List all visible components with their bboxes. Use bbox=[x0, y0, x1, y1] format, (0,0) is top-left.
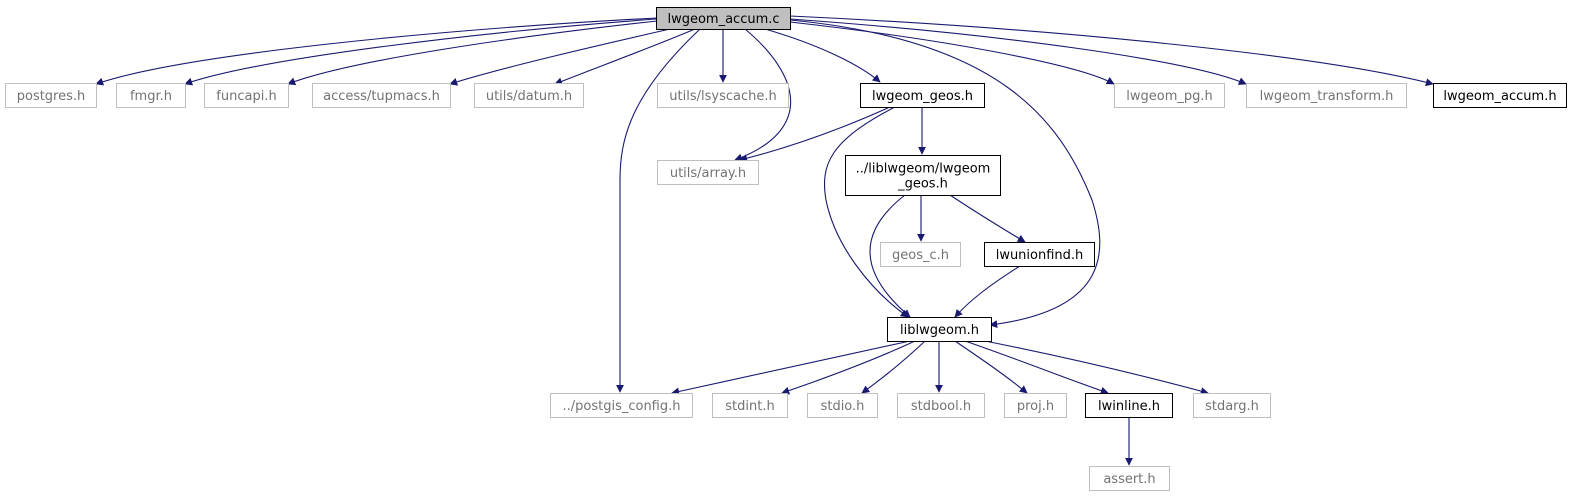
node-box bbox=[1246, 83, 1407, 108]
node-lwunionfind-h[interactable]: lwunionfind.h bbox=[984, 242, 1095, 267]
node-box bbox=[656, 7, 791, 30]
node-box bbox=[550, 393, 693, 418]
node-box bbox=[116, 83, 186, 108]
node-label: fmgr.h bbox=[130, 89, 172, 104]
node-lwgeom-transform-h: lwgeom_transform.h bbox=[1246, 83, 1407, 108]
node-label: lwinline.h bbox=[1098, 399, 1160, 414]
edge-lwgeom-accum-c-to-lwgeom-geos-h bbox=[764, 28, 881, 83]
node-label: lwgeom_geos.h bbox=[872, 89, 973, 104]
node-label: stdint.h bbox=[725, 399, 774, 414]
node-lwgeom-accum-h[interactable]: lwgeom_accum.h bbox=[1433, 83, 1567, 108]
edge-lwunionfind-h-to-liblwgeom-h bbox=[954, 265, 1021, 318]
node-box bbox=[880, 242, 961, 267]
edge-lwgeom-geos-h-to-liblwgeom-h bbox=[823, 106, 909, 318]
node-proj-h: proj.h bbox=[1004, 393, 1067, 418]
node-postgres-h: postgres.h bbox=[5, 83, 97, 108]
node-label: ../postgis_config.h bbox=[562, 399, 680, 414]
node-geos-c-h: geos_c.h bbox=[880, 242, 961, 267]
node-label: lwgeom_transform.h bbox=[1260, 89, 1394, 104]
edge-lwgeom-accum-c-to-lwgeom-pg-h bbox=[789, 21, 1115, 85]
node-box bbox=[657, 83, 789, 108]
node-box bbox=[657, 160, 759, 185]
edge-lwgeom-accum-c-to-access-tupmacs-h bbox=[449, 28, 671, 86]
edge-lwgeom-accum-c-to-fmgr-h bbox=[184, 18, 657, 86]
node-liblwgeom-h[interactable]: liblwgeom.h bbox=[887, 317, 992, 342]
node-label: lwunionfind.h bbox=[996, 248, 1084, 263]
node-label: proj.h bbox=[1017, 399, 1054, 414]
node-box bbox=[5, 83, 97, 108]
node-box bbox=[845, 155, 1001, 196]
node-label: utils/datum.h bbox=[486, 89, 572, 104]
nodes-layer: lwgeom_accum.c postgres.h fmgr.h funcapi.h a… bbox=[5, 7, 1567, 491]
edge-liblwgeom-h-to-stdint-h bbox=[781, 340, 916, 395]
edge-liblwgeom-h-to-stdarg-h bbox=[984, 340, 1209, 395]
node-box bbox=[1193, 393, 1271, 418]
node-lwgeom-accum-c[interactable]: lwgeom_accum.c bbox=[656, 7, 791, 30]
edge-lwgeom-geos-h-to-utils-array-h bbox=[739, 106, 891, 163]
node-liblwgeom-lwgeom-geos-h[interactable]: ../liblwgeom/lwgeom_geos.h bbox=[845, 155, 1001, 196]
node-label: utils/array.h bbox=[670, 166, 746, 181]
node-box bbox=[204, 83, 289, 108]
edge-lwgeom-accum-c-to-lwgeom-accum-h bbox=[789, 15, 1434, 87]
edges-layer bbox=[95, 15, 1434, 466]
node-box bbox=[1114, 83, 1225, 108]
node-lwgeom-pg-h: lwgeom_pg.h bbox=[1114, 83, 1225, 108]
node-box bbox=[897, 393, 985, 418]
node-stdarg-h: stdarg.h bbox=[1193, 393, 1271, 418]
node-label: access/tupmacs.h bbox=[323, 89, 440, 104]
node-box bbox=[312, 83, 451, 108]
node-utils-array-h: utils/array.h bbox=[657, 160, 759, 185]
node-label: stdarg.h bbox=[1205, 399, 1259, 414]
node-label: geos_c.h bbox=[892, 248, 949, 263]
node-lwinline-h[interactable]: lwinline.h bbox=[1085, 393, 1173, 418]
node-fmgr-h: fmgr.h bbox=[116, 83, 186, 108]
node-box bbox=[1433, 83, 1567, 108]
node-stdio-h: stdio.h bbox=[807, 393, 878, 418]
edge-liblwgeom-h-to-lwinline-h bbox=[964, 340, 1109, 395]
node-stdint-h: stdint.h bbox=[712, 393, 788, 418]
node-box bbox=[984, 242, 1095, 267]
node-label: lwgeom_accum.c bbox=[667, 12, 779, 27]
node-box bbox=[1085, 393, 1173, 418]
edge-lwgeom-accum-c-to-utils-datum-h bbox=[554, 28, 696, 86]
node-box bbox=[807, 393, 878, 418]
edge-lwgeom-accum-c-to-postgis-config-h bbox=[616, 28, 701, 393]
edge-lwgeom-accum-c-to-lwgeom-transform-h bbox=[789, 18, 1247, 85]
node-utils-lsyscache-h: utils/lsyscache.h bbox=[657, 83, 789, 108]
node-box bbox=[887, 317, 992, 342]
node-label: ../liblwgeom/lwgeom bbox=[856, 162, 991, 177]
node-funcapi-h: funcapi.h bbox=[204, 83, 289, 108]
edge-lwgeom-accum-c-to-utils-array-h bbox=[734, 28, 792, 162]
node-lwgeom-geos-h[interactable]: lwgeom_geos.h bbox=[860, 83, 985, 108]
node-label: utils/lsyscache.h bbox=[669, 89, 776, 104]
node-label: liblwgeom.h bbox=[900, 323, 979, 338]
node-access-tupmacs-h: access/tupmacs.h bbox=[312, 83, 451, 108]
node-label: stdio.h bbox=[821, 399, 865, 414]
node-box bbox=[474, 83, 584, 108]
node-box bbox=[860, 83, 985, 108]
node-label: _geos.h bbox=[897, 177, 948, 192]
edge-liblwgeom-lwgeom-geos-h-to-liblwgeom-h bbox=[869, 194, 911, 318]
node-box bbox=[1004, 393, 1067, 418]
edge-lwgeom-accum-c-to-postgres-h bbox=[95, 17, 657, 86]
node-box bbox=[1089, 466, 1170, 491]
edge-liblwgeom-h-to-stdio-h bbox=[861, 340, 926, 394]
edge-liblwgeom-h-to-proj-h bbox=[954, 340, 1028, 394]
edge-liblwgeom-h-to-postgis-config-h bbox=[671, 340, 911, 396]
node-utils-datum-h: utils/datum.h bbox=[474, 83, 584, 108]
node-stdbool-h: stdbool.h bbox=[897, 393, 985, 418]
edge-liblwgeom-lwgeom-geos-h-to-lwunionfind-h bbox=[949, 194, 1026, 243]
node-label: stdbool.h bbox=[911, 399, 971, 414]
edge-lwgeom-accum-c-to-funcapi-h bbox=[287, 20, 658, 86]
node-assert-h: assert.h bbox=[1089, 466, 1170, 491]
node-label: assert.h bbox=[1103, 472, 1155, 487]
node-box bbox=[712, 393, 788, 418]
node-label: funcapi.h bbox=[216, 89, 276, 104]
edge-lwgeom-accum-c-to-liblwgeom-h bbox=[789, 19, 1101, 329]
node-label: postgres.h bbox=[17, 89, 86, 104]
node-label: lwgeom_pg.h bbox=[1126, 89, 1213, 104]
node-label: lwgeom_accum.h bbox=[1443, 89, 1556, 104]
node-postgis-config-h: ../postgis_config.h bbox=[550, 393, 693, 418]
